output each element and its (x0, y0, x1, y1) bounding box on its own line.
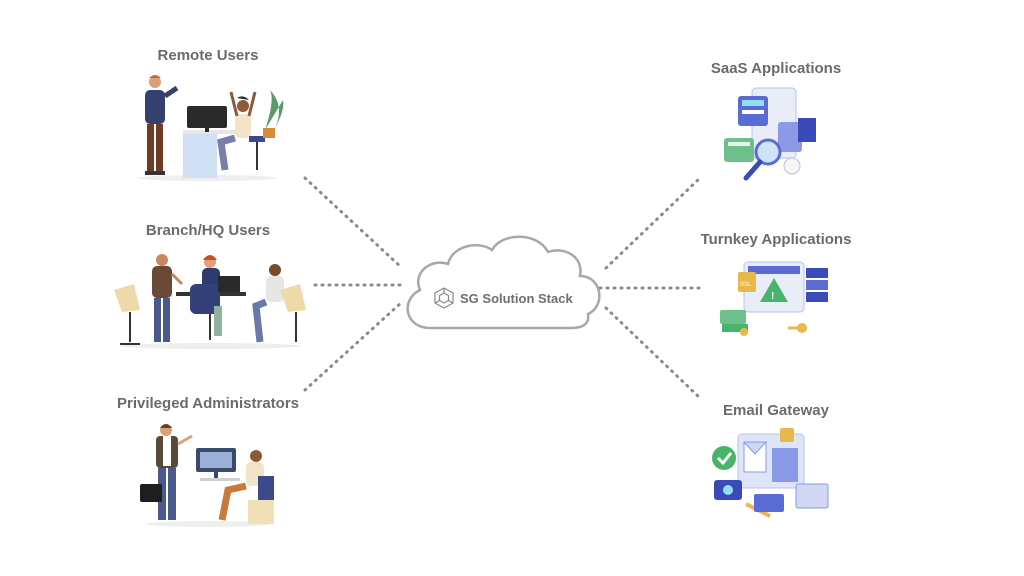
label-privileged-admins: Privileged Administrators (117, 395, 299, 412)
saas-illustration (724, 87, 816, 181)
label-email: Email Gateway (723, 402, 829, 419)
connector-privileged-admins (303, 300, 404, 392)
svg-text:!: ! (771, 291, 774, 302)
branch-users-illustration (114, 254, 306, 349)
privileged-admins-illustration (140, 424, 274, 527)
label-saas: SaaS Applications (710, 60, 842, 77)
cube-logo-icon (434, 287, 454, 309)
label-turnkey: Turnkey Applications (700, 231, 852, 248)
connector-email (604, 306, 702, 400)
center-label: SG Solution Stack (460, 291, 573, 306)
svg-text:SSL: SSL (740, 282, 752, 288)
connector-remote-users (303, 176, 404, 270)
turnkey-illustration: ! SSL (720, 261, 828, 336)
email-gateway-illustration (712, 428, 829, 518)
remote-users-illustration (137, 75, 284, 181)
connector-saas (604, 176, 702, 270)
label-branch-users: Branch/HQ Users (145, 222, 271, 239)
cloud-shape (406, 235, 601, 330)
label-remote-users: Remote Users (157, 47, 259, 64)
